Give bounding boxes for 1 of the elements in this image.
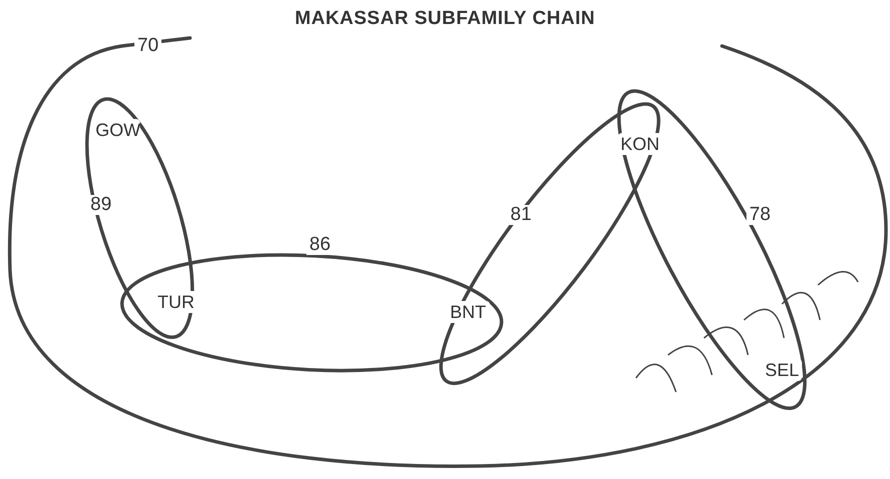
diagram-title: MAKASSAR SUBFAMILY CHAIN (294, 8, 596, 29)
